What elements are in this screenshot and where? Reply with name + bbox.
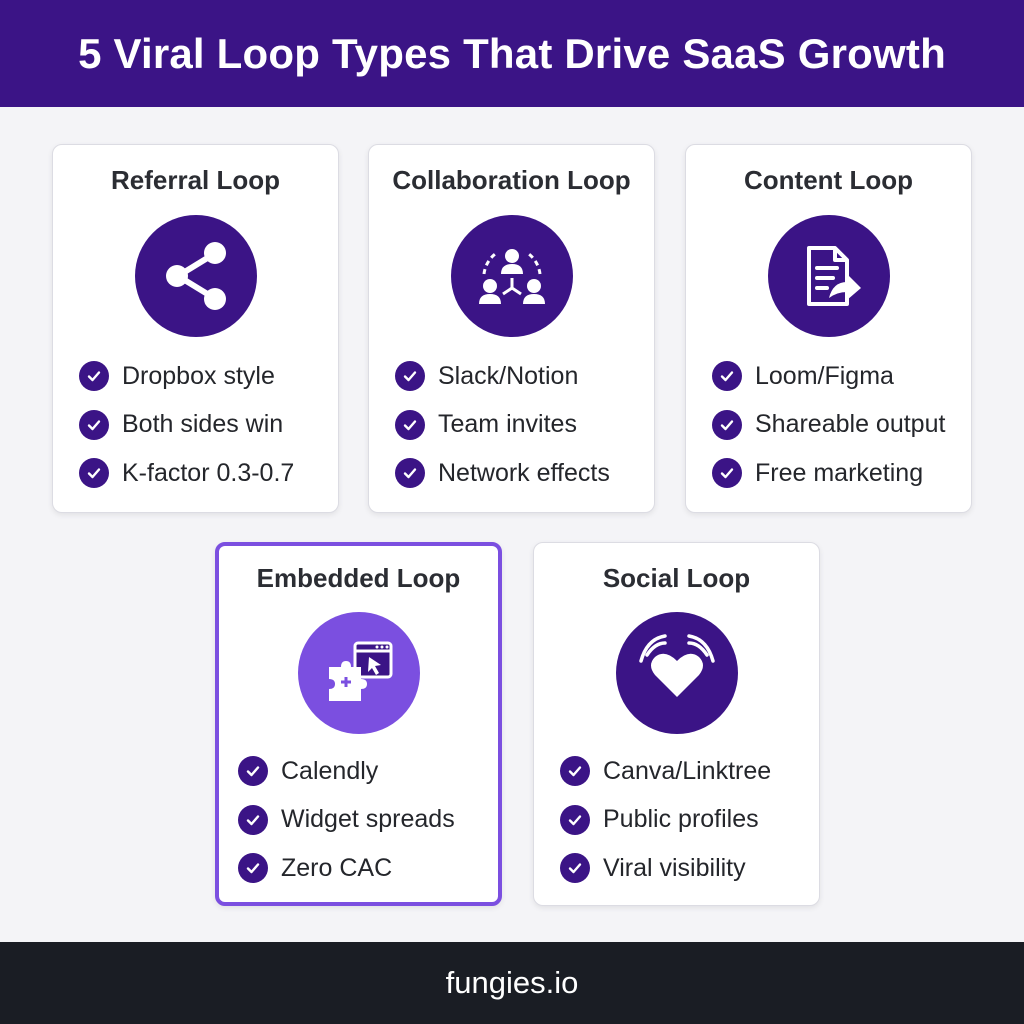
list-item-label: Team invites xyxy=(438,410,577,439)
list-item-label: Loom/Figma xyxy=(755,361,894,390)
list-item-label: Shareable output xyxy=(755,410,946,439)
list-item: Canva/Linktree xyxy=(560,747,809,796)
card-referral-loop: Referral Loop Dropbox style Both sides w… xyxy=(52,144,339,513)
list-item-label: Canva/Linktree xyxy=(603,756,772,785)
check-icon xyxy=(712,458,742,489)
list-item: Team invites xyxy=(395,401,644,450)
list-item: Slack/Notion xyxy=(395,352,644,401)
check-icon xyxy=(79,409,109,440)
list-item: Public profiles xyxy=(560,796,809,845)
check-icon xyxy=(395,409,425,440)
feature-list: Loom/Figma Shareable output Free marketi… xyxy=(712,352,961,498)
team-network-icon xyxy=(451,215,573,337)
list-item: Widget spreads xyxy=(238,796,488,845)
card-title: Collaboration Loop xyxy=(392,165,631,195)
check-icon xyxy=(560,804,590,835)
check-icon xyxy=(238,853,268,884)
puzzle-window-icon xyxy=(298,612,420,734)
check-icon xyxy=(712,409,742,440)
footer-bar: fungies.io xyxy=(0,942,1024,1024)
list-item-label: Public profiles xyxy=(603,805,759,834)
list-item: Dropbox style xyxy=(79,352,328,401)
check-icon xyxy=(560,853,590,884)
list-item-label: Slack/Notion xyxy=(438,361,579,390)
card-embedded-loop: Embedded Loop Calendly Widget spreads Ze… xyxy=(215,542,502,906)
list-item: Calendly xyxy=(238,747,488,796)
list-item: Loom/Figma xyxy=(712,352,961,401)
check-icon xyxy=(79,361,109,392)
list-item-label: Zero CAC xyxy=(281,853,393,882)
feature-list: Dropbox style Both sides win K-factor 0.… xyxy=(79,352,328,498)
list-item: Shareable output xyxy=(712,401,961,450)
check-icon xyxy=(238,756,268,787)
heart-broadcast-icon xyxy=(616,612,738,734)
feature-list: Slack/Notion Team invites Network effect… xyxy=(395,352,644,498)
list-item: Viral visibility xyxy=(560,844,809,893)
card-title: Social Loop xyxy=(602,563,751,593)
document-share-icon xyxy=(768,215,890,337)
list-item: K-factor 0.3-0.7 xyxy=(79,449,328,498)
feature-list: Canva/Linktree Public profiles Viral vis… xyxy=(560,747,809,893)
check-icon xyxy=(395,361,425,392)
list-item: Free marketing xyxy=(712,449,961,498)
feature-list: Calendly Widget spreads Zero CAC xyxy=(238,747,488,893)
card-title: Embedded Loop xyxy=(256,563,461,593)
page-title: 5 Viral Loop Types That Drive SaaS Growt… xyxy=(78,29,946,77)
list-item-label: Both sides win xyxy=(122,410,284,439)
share-icon xyxy=(135,215,257,337)
list-item-label: Widget spreads xyxy=(281,805,455,834)
check-icon xyxy=(395,458,425,489)
list-item-label: K-factor 0.3-0.7 xyxy=(122,458,295,487)
card-title: Content Loop xyxy=(744,165,913,195)
card-social-loop: Social Loop Canva/Linktree Public profil… xyxy=(533,542,820,906)
list-item-label: Dropbox style xyxy=(122,361,275,390)
list-item-label: Viral visibility xyxy=(603,853,746,882)
list-item-label: Free marketing xyxy=(755,458,924,487)
list-item: Zero CAC xyxy=(238,844,488,893)
card-content-loop: Content Loop Loom/Figma Shareable output… xyxy=(685,144,972,513)
list-item: Network effects xyxy=(395,449,644,498)
list-item-label: Network effects xyxy=(438,458,610,487)
card-collaboration-loop: Collaboration Loop Slack/Notion Team inv… xyxy=(368,144,655,513)
list-item: Both sides win xyxy=(79,401,328,450)
check-icon xyxy=(560,756,590,787)
check-icon xyxy=(712,361,742,392)
check-icon xyxy=(238,804,268,835)
check-icon xyxy=(79,458,109,489)
footer-brand: fungies.io xyxy=(445,965,579,1000)
card-title: Referral Loop xyxy=(110,165,281,195)
list-item-label: Calendly xyxy=(281,756,379,785)
header-banner: 5 Viral Loop Types That Drive SaaS Growt… xyxy=(0,0,1024,107)
